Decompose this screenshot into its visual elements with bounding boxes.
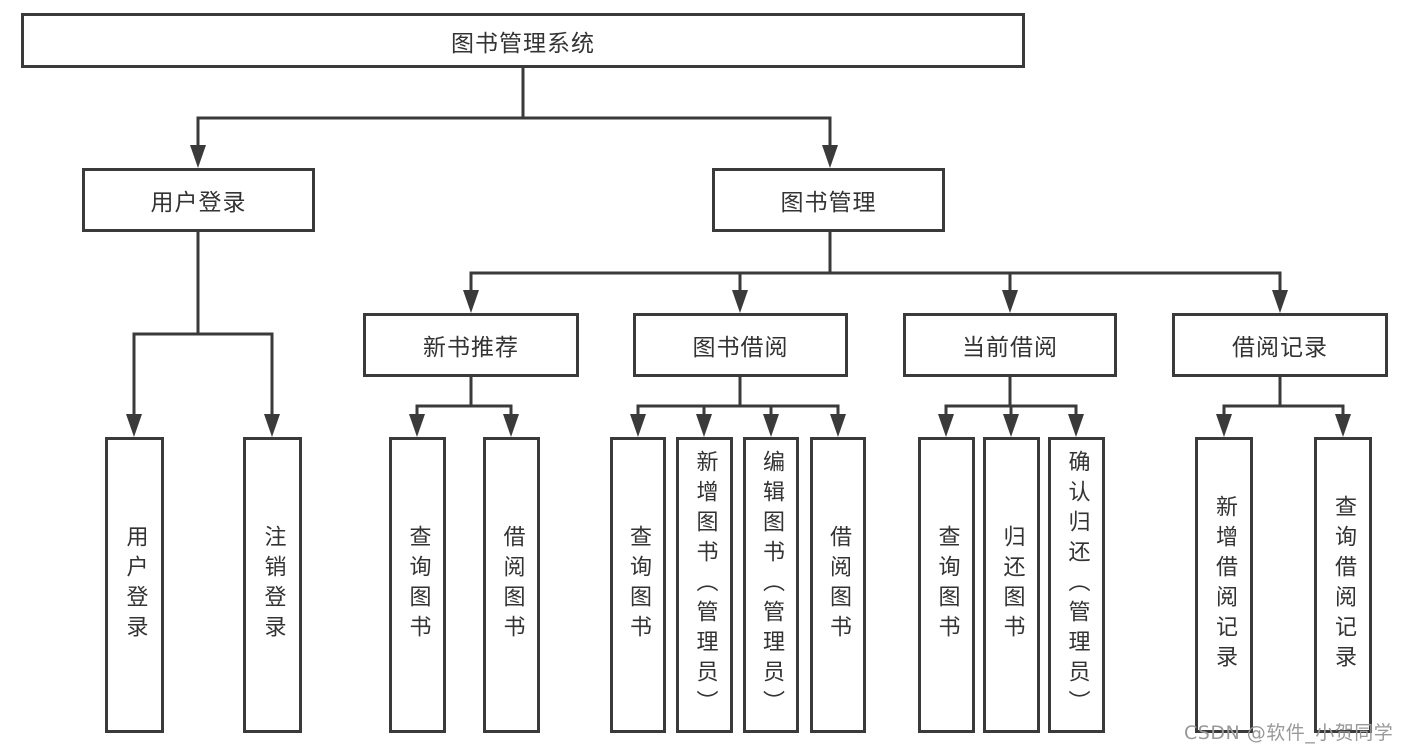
connector-current-borrowing-to-leaves	[938, 375, 1084, 437]
leaf-confirm-return-admin: 确认归还（管理员）	[1048, 437, 1105, 733]
leaf-logout-login: 注销登录	[243, 437, 302, 733]
leaf-borrow-books-borrowing: 借阅图书	[810, 437, 866, 733]
connector-book-borrowing-to-leaves	[630, 375, 846, 437]
leaf-add-books-admin: 新增图书（管理员）	[676, 437, 733, 733]
connector-new-book-recommend-to-leaves	[409, 375, 519, 437]
connector-book-management-to-level3	[463, 230, 1288, 313]
node-book-management: 图书管理	[712, 168, 945, 232]
node-borrowing-records: 借阅记录	[1172, 313, 1388, 377]
connector-root-to-level2	[190, 66, 838, 168]
leaf-query-books-borrowing: 查询图书	[610, 437, 666, 733]
leaf-return-books: 归还图书	[983, 437, 1040, 733]
leaf-user-login: 用户登录	[105, 437, 164, 733]
leaf-edit-books-admin: 编辑图书（管理员）	[743, 437, 799, 733]
leaf-query-books-current: 查询图书	[918, 437, 975, 733]
node-book-management-system: 图书管理系统	[21, 13, 1025, 68]
connector-user-login-to-leaves	[126, 230, 280, 437]
csdn-watermark: CSDN @软件_小贺同学	[1184, 722, 1394, 744]
leaf-query-borrow-record: 查询借阅记录	[1314, 437, 1372, 733]
leaf-borrow-books-recommend: 借阅图书	[483, 437, 540, 733]
node-new-book-recommend: 新书推荐	[363, 313, 579, 377]
node-current-borrowing: 当前借阅	[903, 313, 1117, 377]
leaf-query-books-recommend: 查询图书	[389, 437, 446, 733]
node-book-borrowing: 图书借阅	[633, 313, 848, 377]
leaf-add-borrow-record: 新增借阅记录	[1195, 437, 1253, 733]
node-user-login: 用户登录	[82, 168, 315, 232]
connector-borrowing-records-to-leaves	[1216, 375, 1351, 437]
